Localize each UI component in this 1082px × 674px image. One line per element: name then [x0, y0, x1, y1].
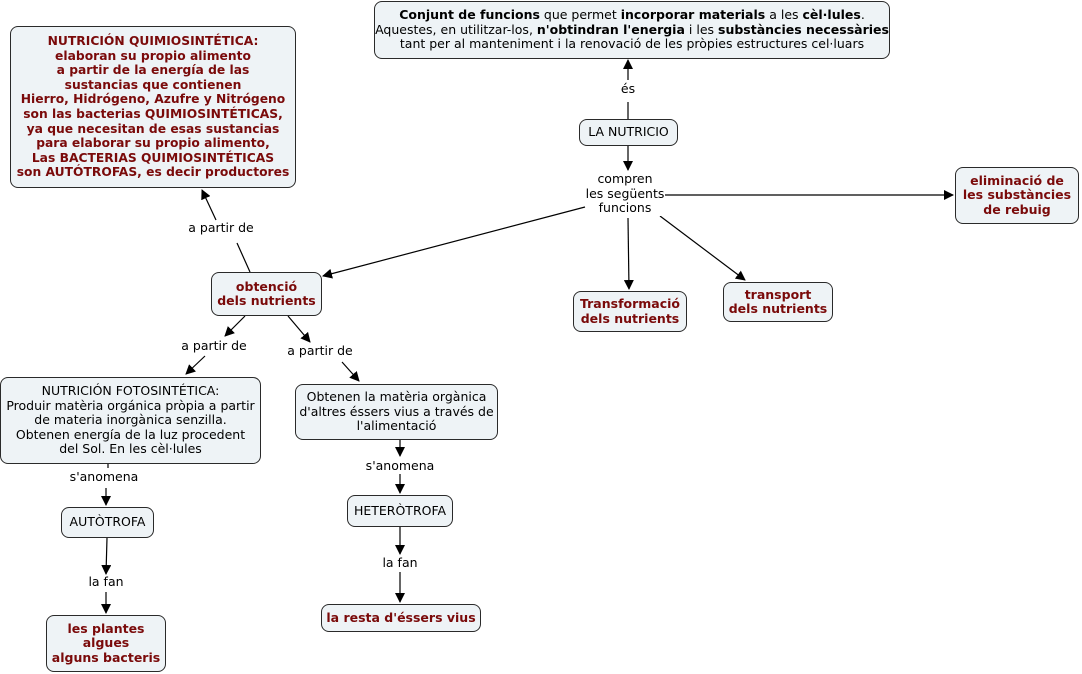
hetero-desc-line: d'altres éssers vius a través de: [299, 403, 494, 419]
plantes-line: algues: [82, 635, 130, 651]
resta-node[interactable]: la resta d'éssers vius: [321, 604, 481, 632]
transformacio-line: Transformació: [579, 296, 681, 311]
foto-line: NUTRICIÓN FOTOSINTÉTICA:: [41, 383, 220, 399]
foto-line: del Sol. En les cèl·lules: [59, 441, 202, 457]
transport-node[interactable]: transport dels nutrients: [723, 282, 833, 322]
link-label-la-fan: la fan: [88, 574, 124, 590]
hetero-desc-line: l'alimentació: [356, 418, 437, 434]
link-label-compren: compren les següents funcions: [585, 171, 665, 216]
link-label-a-partir-de: a partir de: [188, 220, 254, 236]
quimio-line: son las bacterias QUIMIOSINTÉTICAS,: [23, 107, 283, 121]
definition-line-1: Conjunt de funcions que permet incorpora…: [399, 7, 865, 23]
transformacio-line: dels nutrients: [580, 310, 680, 326]
quimio-line: son AUTÓTROFAS, es decir productores: [16, 165, 290, 180]
quimio-line: a partir de la energía de las: [56, 63, 250, 78]
la-nutricio-label: LA NUTRICIO: [588, 124, 669, 140]
la-nutricio-node[interactable]: LA NUTRICIO: [579, 119, 678, 146]
autotrofa-label: AUTÒTROFA: [69, 514, 146, 530]
link-apartir-foto: [185, 355, 206, 375]
quimio-line: sustancias que contienen: [64, 77, 242, 92]
transport-line: dels nutrients: [728, 301, 828, 316]
obtencio-node[interactable]: obtenció dels nutrients: [211, 272, 322, 316]
link-autotrofa-lafan: [101, 537, 112, 575]
link-apartir-hetero: [341, 361, 360, 382]
link-label-a-partir-de: a partir de: [181, 338, 247, 354]
heterotrofa-label: HETERÒTROFA: [353, 502, 447, 518]
transformacio-node[interactable]: Transformació dels nutrients: [573, 291, 687, 332]
quimio-line: Hierro, Hidrógeno, Azufre y Nitrógeno: [20, 92, 286, 107]
link-obtencio-apartir-left: [224, 315, 246, 337]
heterotrofa-node[interactable]: HETERÒTROFA: [347, 495, 453, 527]
link-obtencio-apartir-right: [287, 315, 311, 343]
hetero-desc-line: Obtenen la matèria orgànica: [306, 389, 487, 405]
eliminacio-line: de rebuig: [983, 201, 1051, 217]
link-compren-transport: [659, 215, 746, 281]
obtencio-line: dels nutrients: [217, 293, 316, 308]
link-compren-obtencio: [322, 206, 586, 279]
quimio-line: ya que necesitan de esas sustancias: [26, 121, 280, 136]
plantes-line: alguns bacteris: [51, 649, 161, 665]
quimio-line: Las BACTERIAS QUIMIOSINTÉTICAS: [31, 150, 275, 165]
foto-line: de materia inorgànica senzilla.: [34, 412, 227, 428]
definition-line-3: tant per al manteniment i la renovació d…: [399, 36, 865, 52]
quimio-line: elaboran su propio alimento: [55, 48, 251, 63]
eliminacio-line: les substàncies: [962, 187, 1072, 203]
plantes-node[interactable]: les plantes algues alguns bacteris: [46, 615, 166, 672]
link-label-es: és: [620, 81, 636, 97]
link-label-s-anomena: s'anomena: [365, 458, 435, 474]
plantes-line: les plantes: [67, 620, 145, 636]
eliminacio-node[interactable]: eliminació de les substàncies de rebuig: [955, 167, 1079, 224]
link-apartir-quimio: [201, 189, 217, 221]
link-label-s-anomena: s'anomena: [69, 469, 139, 485]
obtencio-line: obtenció: [235, 278, 298, 294]
eliminacio-line: eliminació de: [970, 172, 1064, 188]
link-compren-transformacio: [623, 217, 634, 290]
foto-line: Obtenen energía de la luz procedent: [15, 426, 246, 442]
definition-line-2: Aquestes, en utilitzar-los, n'obtindran …: [375, 21, 889, 37]
quimio-line: NUTRICIÓN QUIMIOSINTÉTICA:: [47, 34, 259, 49]
quimio-line: para elaborar su propio alimento,: [36, 136, 270, 151]
fotosintetica-node[interactable]: NUTRICIÓN FOTOSINTÉTICA: Produir matèria…: [0, 377, 261, 464]
transport-line: transport: [744, 286, 812, 302]
quimiosintetica-node[interactable]: NUTRICIÓN QUIMIOSINTÉTICA: elaboran su p…: [10, 26, 296, 188]
link-label-a-partir-de: a partir de: [287, 343, 353, 359]
link-label-la-fan: la fan: [382, 555, 418, 571]
resta-label: la resta d'éssers vius: [326, 609, 476, 625]
link-obtencio-apartir-top: [236, 242, 251, 273]
foto-line: Produir matèria orgánica pròpia a partir: [6, 397, 255, 413]
heterotrofa-description-node[interactable]: Obtenen la matèria orgànica d'altres éss…: [295, 384, 498, 440]
autotrofa-node[interactable]: AUTÒTROFA: [61, 507, 154, 538]
definition-node[interactable]: Conjunt de funcions que permet incorpora…: [374, 1, 890, 59]
